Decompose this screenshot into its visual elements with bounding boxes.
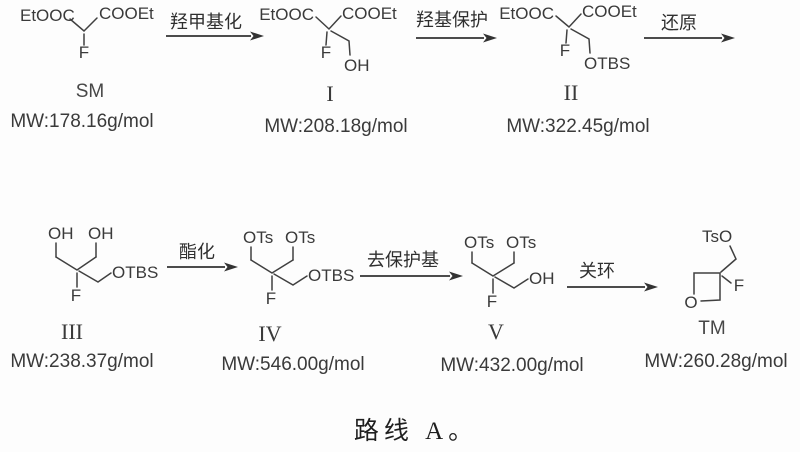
mw-label-iii: MW:238.37g/mol [10,351,153,372]
compound-ii: EtOOC COOEt F OTBS II MW:322.45g/mol [499,2,649,137]
step-label-protection: 羟基保护 [416,10,488,30]
atom-label-ester-right: COOEt [99,4,154,23]
route-title: 路线 A。 [354,417,478,445]
mw-label-i: MW:208.18g/mol [264,116,407,137]
compound-i: EtOOC COOEt F OH I MW:208.18g/mol [259,4,407,137]
step-label-hydroxymethylation: 羟甲基化 [170,12,242,32]
bond-ch2-o [78,270,112,283]
compound-label-v: V [488,319,504,344]
mw-label-sm: MW:178.16g/mol [10,111,153,132]
reaction-arrow-3: 还原 [644,13,735,43]
compound-sm: EtOOC COOEt F SM MW:178.16g/mol [10,4,154,132]
mw-label-tm: MW:260.28g/mol [644,351,787,372]
atom-label-fluorine: F [71,286,81,305]
atom-label-fluorine: F [79,43,89,62]
atom-label-ester-left: EtOOC [20,6,75,25]
bond-oxetane-ring [693,272,721,302]
compound-iv: OTs OTs F OTBS IV MW:546.00g/mol [221,228,364,375]
compound-iii: OH OH F OTBS III MW:238.37g/mol [10,224,158,372]
atom-label-fluorine: F [321,43,331,62]
atom-label-tosylate-left: OTs [464,233,494,252]
bond-backbone [250,259,294,274]
atom-label-hydroxyl: OH [529,269,555,288]
atom-label-fluorine: F [560,41,570,60]
mw-label-ii: MW:322.45g/mol [506,116,649,137]
atom-label-fluorine: F [487,292,497,311]
compound-v: OTs OTs F OH V MW:432.00g/mol [440,233,583,376]
compound-label-tm: TM [698,318,725,339]
bond-c-f [721,275,732,284]
reaction-arrow-5: 去保护基 [360,250,463,281]
bond-backbone [69,17,98,33]
bond-ch2-o [273,273,308,286]
bond-backbone [555,13,582,29]
reaction-arrow-4: 酯化 [167,242,238,272]
bond-ch2-oh [494,276,529,289]
bond-ch2-o [570,28,591,54]
atom-label-hydroxyl-right: OH [88,224,114,243]
bond-backbone [471,262,515,277]
compound-label-iv: IV [258,321,281,346]
bond-c-f [565,29,568,44]
atom-label-hydroxyl-left: OH [48,224,74,243]
atom-label-ester-right: COOEt [342,4,397,23]
step-label-ring-closure: 关环 [579,261,615,281]
reaction-arrow-2: 羟基保护 [416,10,497,43]
compound-label-ii: II [564,80,579,105]
atom-label-fluorine: F [734,276,744,295]
atom-label-tosylate-right: OTs [506,233,536,252]
bond-ch2-otso [720,245,737,273]
atom-label-ester-right: COOEt [582,2,637,21]
atom-label-fluorine: F [266,289,276,308]
compound-label-sm: SM [76,81,105,102]
atom-label-tosylate-right: OTs [285,228,315,247]
step-label-reduction: 还原 [661,13,697,33]
atom-label-silyl-ether: OTBS [112,263,158,282]
bond-ch2-oh [330,30,351,56]
bond-backbone [55,256,97,271]
compound-label-i: I [326,81,333,106]
step-label-esterification: 酯化 [179,242,215,262]
atom-label-silyl-ether: OTBS [584,54,630,73]
mw-label-v: MW:432.00g/mol [440,355,583,376]
step-label-deprotection: 去保护基 [367,250,439,270]
mw-label-iv: MW:546.00g/mol [221,354,364,375]
atom-label-ester-left: EtOOC [499,4,554,23]
atom-label-silyl-ether: OTBS [308,266,354,285]
atom-label-tosylate-left: OTs [243,228,273,247]
atom-label-hydroxyl: OH [344,56,370,75]
reaction-arrow-6: 关环 [567,261,658,292]
bond-c-f [325,31,328,46]
compound-label-iii: III [61,319,83,344]
compound-tm: TsO O F TM MW:260.28g/mol [644,227,787,372]
atom-label-ring-oxygen: O [684,293,697,312]
atom-label-ester-left: EtOOC [259,5,314,24]
reaction-arrow-1: 羟甲基化 [166,12,264,41]
atom-label-tosyloxy: TsO [702,227,732,246]
bond-backbone [315,15,342,31]
